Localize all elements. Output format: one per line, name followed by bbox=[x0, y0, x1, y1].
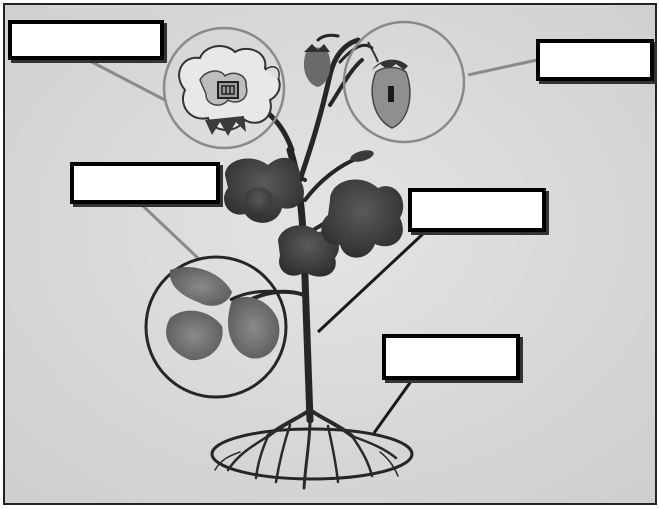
stem-label-box[interactable] bbox=[408, 188, 546, 232]
root-label-box[interactable] bbox=[382, 334, 520, 380]
fruit-label-box[interactable] bbox=[536, 39, 654, 81]
flower-label-box[interactable] bbox=[8, 20, 164, 60]
leaf-label-box[interactable] bbox=[70, 162, 220, 204]
